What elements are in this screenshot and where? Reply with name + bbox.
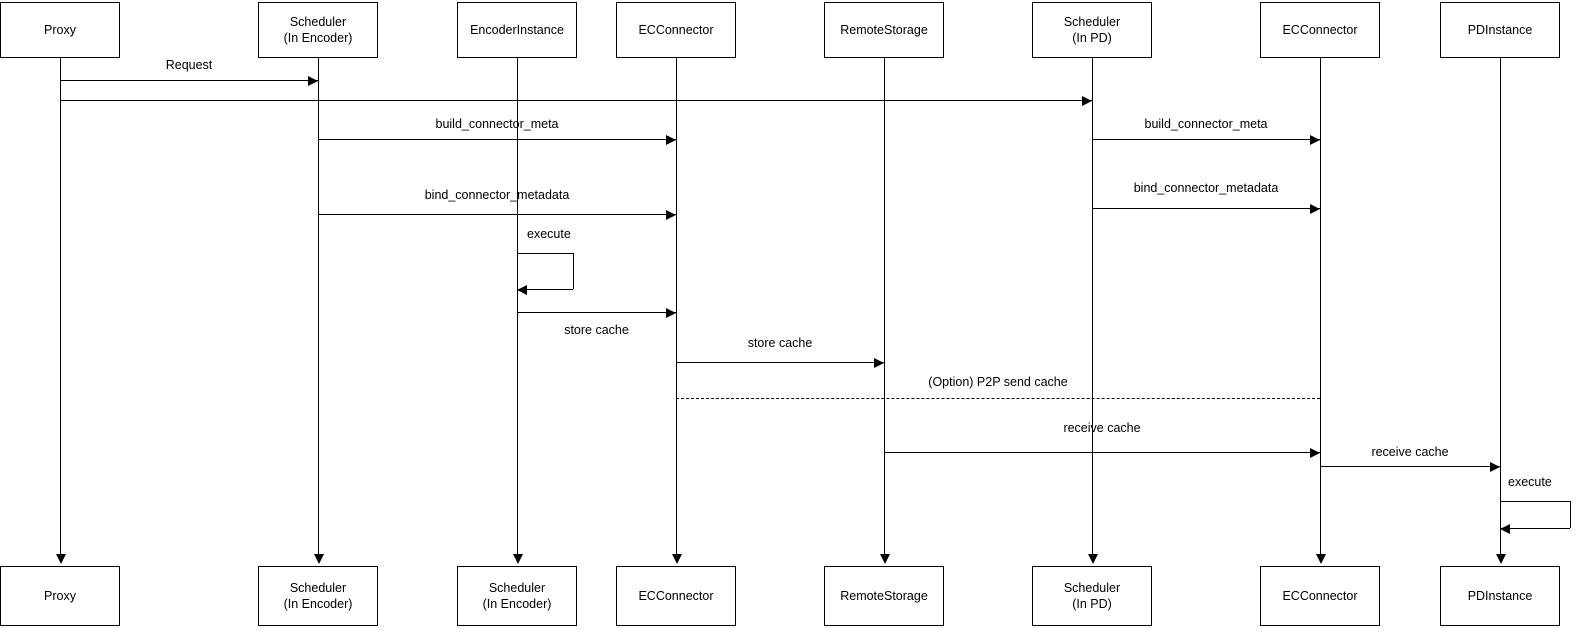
message-arrow-m8 <box>874 358 884 368</box>
self-message-right-s2 <box>1570 501 1571 528</box>
message-arrow-m7 <box>666 308 676 318</box>
participant-box-bottom-encoder_inst: Scheduler (In Encoder) <box>457 566 577 626</box>
message-line-m3 <box>318 139 676 140</box>
message-line-m10 <box>884 452 1320 453</box>
self-message-bottom-s1 <box>517 289 573 290</box>
self-message-arrow-s1 <box>517 285 527 295</box>
lifeline-encoder_inst <box>517 58 518 556</box>
message-arrow-m2 <box>1082 96 1092 106</box>
message-arrow-m6 <box>1310 204 1320 214</box>
participant-box-bottom-ecc_enc: ECConnector <box>616 566 736 626</box>
message-arrow-m1 <box>308 76 318 86</box>
lifeline-end-arrow-ecc_enc <box>672 554 682 564</box>
participant-box-top-pd_inst: PDInstance <box>1440 2 1560 58</box>
message-label-m11: receive cache <box>1371 445 1449 459</box>
participant-box-bottom-sched_enc: Scheduler (In Encoder) <box>258 566 378 626</box>
lifeline-end-arrow-remote <box>880 554 890 564</box>
participant-box-top-encoder_inst: EncoderInstance <box>457 2 577 58</box>
participant-box-top-proxy: Proxy <box>0 2 120 58</box>
lifeline-sched_enc <box>318 58 319 556</box>
participant-box-top-remote: RemoteStorage <box>824 2 944 58</box>
lifeline-sched_pd <box>1092 58 1093 556</box>
message-label-m10: receive cache <box>1063 421 1141 435</box>
message-label-m4: build_connector_meta <box>1144 117 1268 131</box>
lifeline-proxy <box>60 58 61 556</box>
self-message-top-s2 <box>1500 501 1570 502</box>
message-line-m8 <box>676 362 884 363</box>
participant-box-bottom-sched_pd: Scheduler (In PD) <box>1032 566 1152 626</box>
message-line-m7 <box>517 312 676 313</box>
message-arrow-m3 <box>666 135 676 145</box>
message-line-m11 <box>1320 466 1500 467</box>
message-label-m5: bind_connector_metadata <box>424 188 570 202</box>
self-message-label-s1: execute <box>527 227 571 241</box>
self-message-top-s1 <box>517 253 573 254</box>
participant-box-bottom-ecc_pd: ECConnector <box>1260 566 1380 626</box>
self-message-right-s1 <box>573 253 574 289</box>
self-message-bottom-s2 <box>1500 528 1570 529</box>
lifeline-ecc_enc <box>676 58 677 556</box>
lifeline-ecc_pd <box>1320 58 1321 556</box>
participant-box-top-sched_enc: Scheduler (In Encoder) <box>258 2 378 58</box>
message-arrow-m10 <box>1310 448 1320 458</box>
message-label-m3: build_connector_meta <box>435 117 559 131</box>
lifeline-end-arrow-pd_inst <box>1496 554 1506 564</box>
participant-box-top-ecc_pd: ECConnector <box>1260 2 1380 58</box>
self-message-label-s2: execute <box>1508 475 1552 489</box>
participant-box-bottom-proxy: Proxy <box>0 566 120 626</box>
participant-box-top-sched_pd: Scheduler (In PD) <box>1032 2 1152 58</box>
message-label-m7: store cache <box>564 323 629 337</box>
message-arrow-m11 <box>1490 462 1500 472</box>
message-arrow-m4 <box>1310 135 1320 145</box>
message-line-m6 <box>1092 208 1320 209</box>
message-line-m1 <box>60 80 318 81</box>
message-line-m9 <box>676 398 1320 399</box>
message-line-m2 <box>60 100 1092 101</box>
lifeline-end-arrow-ecc_pd <box>1316 554 1326 564</box>
message-label-m9: (Option) P2P send cache <box>928 375 1068 389</box>
message-label-m1: Request <box>165 58 213 72</box>
participant-box-top-ecc_enc: ECConnector <box>616 2 736 58</box>
participant-box-bottom-remote: RemoteStorage <box>824 566 944 626</box>
message-line-m5 <box>318 214 676 215</box>
lifeline-end-arrow-sched_pd <box>1088 554 1098 564</box>
lifeline-end-arrow-proxy <box>56 554 66 564</box>
participant-box-bottom-pd_inst: PDInstance <box>1440 566 1560 626</box>
lifeline-end-arrow-sched_enc <box>314 554 324 564</box>
message-label-m6: bind_connector_metadata <box>1133 181 1279 195</box>
message-arrow-m5 <box>666 210 676 220</box>
lifeline-pd_inst <box>1500 58 1501 556</box>
self-message-arrow-s2 <box>1500 524 1510 534</box>
lifeline-remote <box>884 58 885 556</box>
message-label-m8: store cache <box>747 336 813 350</box>
message-line-m4 <box>1092 139 1320 140</box>
lifeline-end-arrow-encoder_inst <box>513 554 523 564</box>
